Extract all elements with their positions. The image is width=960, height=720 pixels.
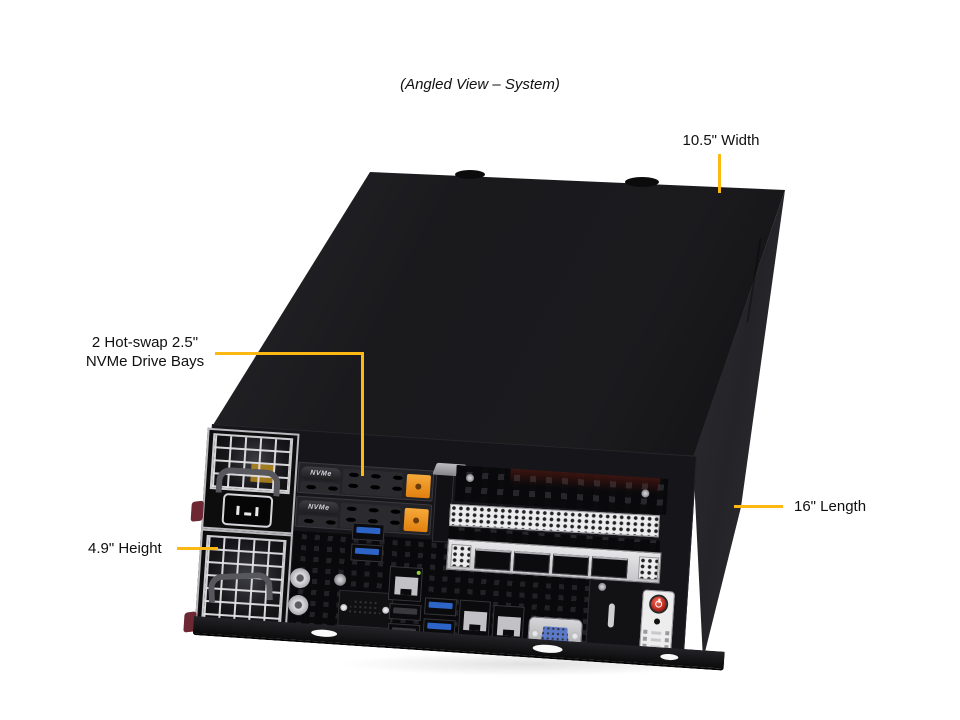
- chassis-top-notch-left: [455, 170, 485, 179]
- ac-power-inlet: [221, 492, 274, 529]
- rj45-notch: [502, 629, 515, 637]
- drive-tray-latch: [403, 507, 429, 533]
- inlet-prong: [244, 512, 252, 516]
- bracket-slot-cutout: [607, 603, 616, 628]
- usb3-tongue: [356, 526, 381, 535]
- led: [642, 636, 648, 641]
- usb3-tongue: [428, 601, 453, 610]
- flange-cutout: [310, 628, 338, 638]
- led-indicator-row: [642, 636, 669, 643]
- drive-tray-vents: [297, 514, 339, 529]
- length-callout-line: [734, 505, 783, 508]
- figure-title: (Angled View – System): [400, 76, 560, 93]
- psu-handle: [207, 571, 273, 603]
- inlet-prong: [236, 505, 240, 515]
- nvme-callout-line1: 2 Hot-swap 2.5": [91, 334, 199, 351]
- ground-shadow: [340, 652, 720, 676]
- dsub-nut: [340, 603, 348, 612]
- drive-tray-latch: [405, 473, 432, 499]
- ethernet-port-2: [457, 599, 491, 639]
- height-callout-line: [177, 547, 218, 550]
- led-label: [650, 637, 661, 642]
- width-callout-line: [718, 154, 721, 193]
- height-callout-label: 4.9" Height: [88, 540, 162, 557]
- sfp-bracket-perforation: [450, 543, 472, 569]
- rj45-notch: [400, 588, 412, 596]
- latch-release-dot: [412, 517, 420, 524]
- width-callout-label: 10.5" Width: [682, 132, 760, 149]
- dsub-nut: [570, 631, 580, 641]
- psu-release-latch: [190, 500, 204, 522]
- rj45-inner: [496, 616, 521, 637]
- nvme-callout-line2: NVMe Drive Bays: [85, 353, 205, 370]
- led: [643, 629, 648, 634]
- led: [665, 631, 670, 636]
- link-led: [416, 570, 421, 575]
- length-callout-label: 16" Length: [794, 498, 867, 515]
- sfp-port-2: [513, 551, 551, 574]
- nvme-callout-label: 2 Hot-swap 2.5" NVMe Drive Bays: [45, 333, 245, 371]
- dsub-nut: [530, 629, 540, 638]
- latch-release-dot: [415, 483, 422, 490]
- sfp-bracket-perforation: [637, 556, 660, 581]
- bracket-screw: [597, 582, 607, 592]
- drive-tray-handle: NVMe: [298, 499, 340, 516]
- usb3-port: [350, 543, 384, 563]
- drive-tray-vents: [299, 480, 341, 495]
- usb3-tongue: [427, 622, 452, 631]
- usb2-tongue: [393, 607, 418, 615]
- sfp-port-3: [551, 553, 590, 576]
- chassis-top-notch-right: [625, 177, 659, 187]
- usb2-port: [388, 603, 422, 622]
- led: [664, 638, 669, 643]
- nvme-callout-line: [215, 352, 364, 476]
- power-symbol-tick: [658, 598, 661, 603]
- power-control-panel: [639, 589, 676, 654]
- rj45-inner: [394, 576, 419, 596]
- serial-port-com: [337, 589, 394, 630]
- serial-connector: [348, 599, 382, 617]
- inlet-prong: [255, 507, 259, 517]
- rj45-notch: [469, 624, 481, 631]
- led-label: [651, 630, 662, 635]
- rj45-inner: [463, 610, 488, 632]
- power-button: [648, 593, 669, 615]
- usb3-port: [424, 597, 458, 617]
- ethernet-port-1: [387, 565, 424, 603]
- drive-tray-label: NVMe: [307, 503, 330, 512]
- led-indicator-row: [643, 629, 670, 636]
- reset-button: [653, 618, 661, 625]
- sfp-port-1: [474, 548, 512, 571]
- usb3-tongue: [354, 547, 380, 556]
- sfp-port-4: [590, 556, 629, 579]
- usb3-stack-center: [350, 522, 385, 564]
- usb3-port: [351, 522, 385, 542]
